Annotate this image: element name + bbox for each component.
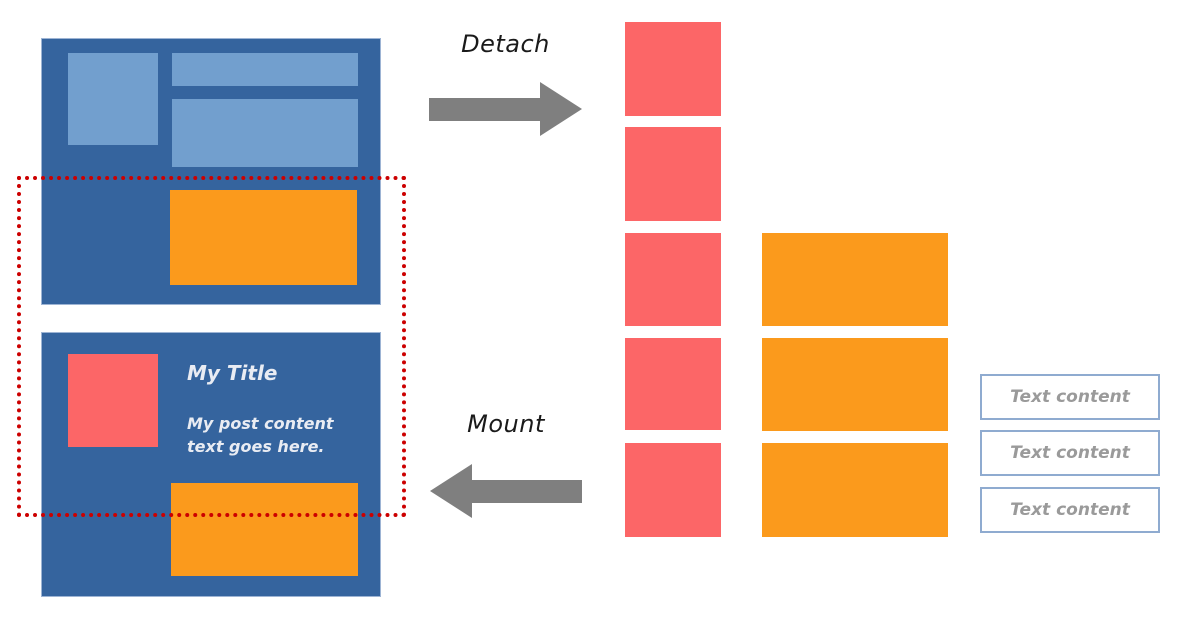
post-body-text: My post content text goes here. xyxy=(187,414,334,456)
detached-orange-block xyxy=(762,338,948,431)
detached-text-content-box: Text content xyxy=(980,487,1160,533)
content-block-placeholder xyxy=(170,190,357,285)
detached-orange-block xyxy=(762,233,948,326)
detach-label: Detach xyxy=(461,30,550,58)
header-bar-placeholder xyxy=(172,53,358,86)
header-image-placeholder xyxy=(68,53,158,145)
post-content-block-placeholder xyxy=(171,483,358,576)
header-text-placeholder xyxy=(172,99,358,167)
post-thumbnail-placeholder xyxy=(68,354,158,447)
mount-arrow-icon xyxy=(430,464,582,518)
detached-text-content-box: Text content xyxy=(980,430,1160,476)
detach-arrow-icon xyxy=(429,82,582,136)
detached-red-block xyxy=(625,233,721,326)
page-panel-bottom: My Title My post content text goes here. xyxy=(41,332,381,597)
detached-red-block xyxy=(625,338,721,430)
detached-red-block xyxy=(625,22,721,116)
mount-label: Mount xyxy=(467,410,545,438)
post-title: My Title xyxy=(187,361,278,385)
detached-text-content-box: Text content xyxy=(980,374,1160,420)
detached-red-block xyxy=(625,443,721,537)
detached-orange-block xyxy=(762,443,948,537)
page-panel-top xyxy=(41,38,381,305)
detached-red-block xyxy=(625,127,721,221)
